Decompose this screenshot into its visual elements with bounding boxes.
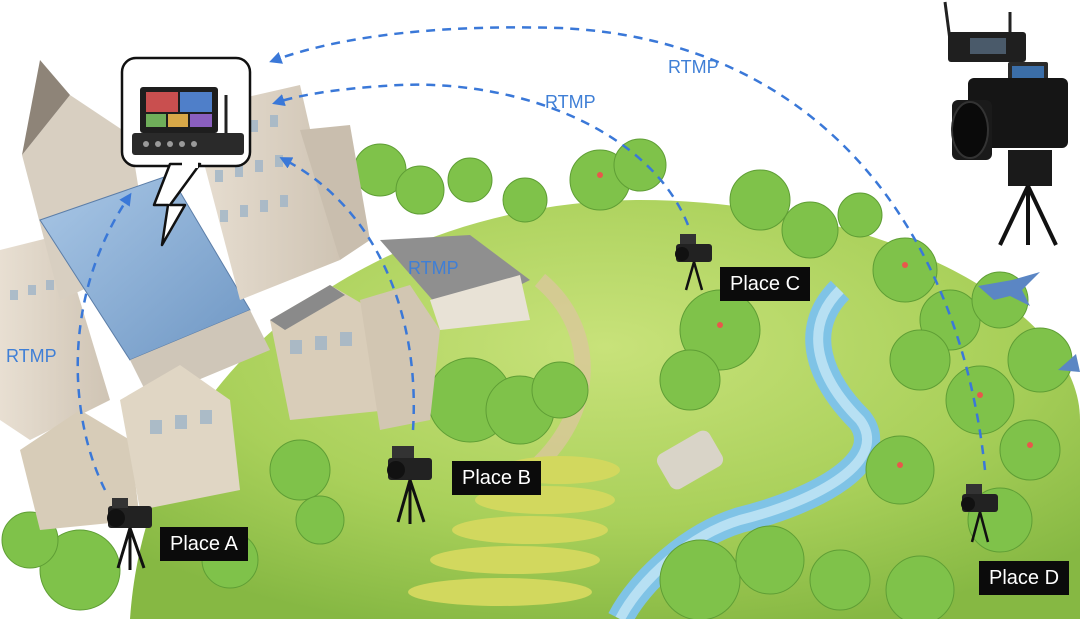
- place-b-label: Place B: [452, 461, 541, 495]
- camcorder-tripod-icon: [387, 446, 432, 524]
- arrow-place-c: [272, 83, 690, 226]
- arrow-place-b: [279, 157, 415, 431]
- place-a-label: Place A: [160, 527, 248, 561]
- bird-icon: [978, 272, 1040, 306]
- arrow-place-a: [76, 192, 132, 491]
- camcorder-tripod-icon: [675, 234, 712, 291]
- trees: [1, 138, 1073, 619]
- rtmp-label-place-b: RTMP: [408, 258, 459, 278]
- camcorder-tripod-icon: [961, 484, 998, 543]
- camcorder-tripod-icon: [107, 498, 152, 570]
- crop-field: [408, 456, 620, 606]
- bridge: [656, 430, 724, 490]
- rtmp-arrows: [76, 26, 987, 491]
- place-d-label: Place D: [979, 561, 1070, 595]
- video-switcher-icon: [120, 56, 252, 247]
- rtmp-label-place-d: RTMP: [668, 57, 719, 77]
- arrow-place-d: [269, 26, 987, 471]
- rtmp-label-place-c: RTMP: [545, 92, 596, 112]
- 4k-camcorder-with-encoder-icon: [943, 1, 1068, 246]
- rtmp-label-place-a: RTMP: [6, 346, 57, 366]
- bird-icon: [1058, 354, 1080, 372]
- place-c-label: Place C: [720, 267, 811, 301]
